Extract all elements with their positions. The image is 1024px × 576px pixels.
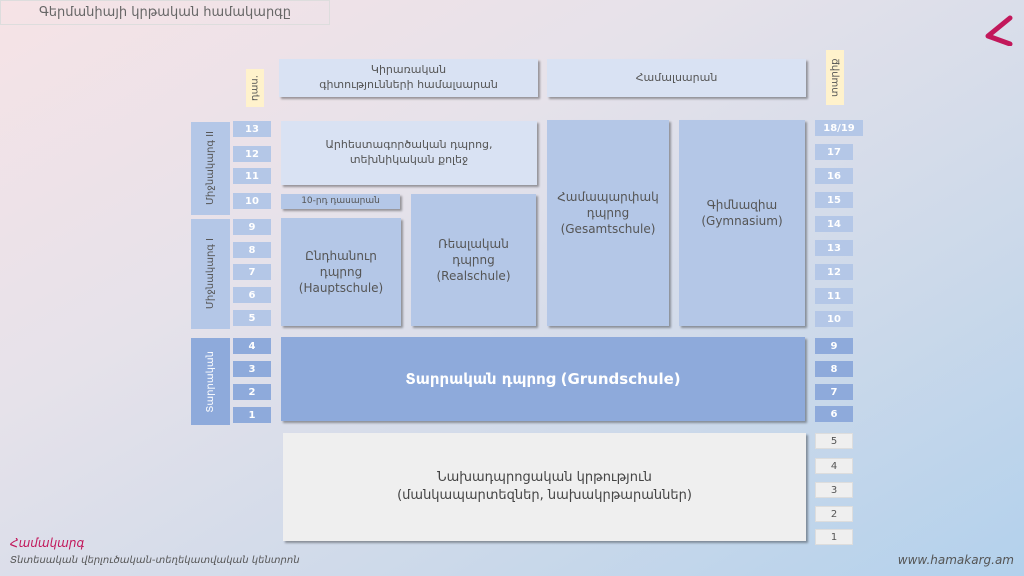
grade-cell: 10 <box>233 193 271 209</box>
grade-cell: 8 <box>233 242 271 258</box>
age-cell: 9 <box>815 338 853 354</box>
age-cell: 13 <box>815 240 853 256</box>
university: Համալսարան <box>547 59 806 97</box>
grade-cell: 1 <box>233 407 271 423</box>
hauptschule: Ընդհանուր դպրոց (Hauptschule) <box>281 218 401 326</box>
grade-cell: 12 <box>233 146 271 162</box>
age-cell: 1 <box>815 529 853 545</box>
age-cell: 15 <box>815 192 853 208</box>
page-title: Գերմանիայի կրթական համակարգը <box>0 0 330 25</box>
stage-primary: Տարրական <box>191 338 230 425</box>
grade-cell: 5 <box>233 310 271 326</box>
grade-cell: 13 <box>233 121 271 137</box>
vocational-school: Արհեստագործական դպրոց, տեխնիկական քոլեջ <box>281 121 537 185</box>
realschule: Ռեալական դպրոց (Realschule) <box>411 194 536 326</box>
grade-cell: 3 <box>233 361 271 377</box>
stage-secondary-2: Միջնակարգ II <box>191 122 230 215</box>
grade-cell: 11 <box>233 168 271 184</box>
age-cell: 7 <box>815 384 853 400</box>
age-cell: 3 <box>815 482 853 498</box>
grundschule: Տարրական դպրոց (Grundschule) <box>281 337 805 421</box>
age-cell: 2 <box>815 506 853 522</box>
applied-sciences-university: Կիրառական գիտությունների համալսարան <box>279 59 538 97</box>
footer-url[interactable]: www.hamakarg.am <box>897 553 1014 567</box>
age-cell: 17 <box>815 144 853 160</box>
grade-cell: 6 <box>233 287 271 303</box>
footer-brand: Համակարգ <box>10 536 85 550</box>
gesamtschule: Համապարփակ դպրոց (Gesamtschule) <box>547 120 669 326</box>
age-cell: 4 <box>815 458 853 474</box>
age-cell: 6 <box>815 406 853 422</box>
grade-cell: 9 <box>233 219 271 235</box>
grade-cell: 2 <box>233 384 271 400</box>
footer-subtitle: Տնտեսական վերլուծական-տեղեկատվական կենտր… <box>10 555 300 566</box>
gymnasium: Գիմնազիա (Gymnasium) <box>679 120 805 326</box>
age-column-tag: տարիք <box>826 50 844 105</box>
grade-column-tag: դաս. <box>246 69 264 107</box>
grade-cell: 7 <box>233 264 271 280</box>
preschool: Նախադպրոցական կրթություն (մանկապարտեզներ… <box>283 433 806 541</box>
age-cell: 14 <box>815 216 853 232</box>
age-cell: 18/19 <box>815 120 863 136</box>
grade-cell: 4 <box>233 338 271 354</box>
age-cell: 11 <box>815 288 853 304</box>
stage-secondary-1: Միջնակարգ I <box>191 219 230 329</box>
age-cell: 5 <box>815 433 853 449</box>
age-cell: 16 <box>815 168 853 184</box>
grade-10-class: 10-րդ դասարան <box>281 194 400 209</box>
age-cell: 8 <box>815 361 853 377</box>
logo-icon <box>985 15 1013 46</box>
age-cell: 12 <box>815 264 853 280</box>
age-cell: 10 <box>815 311 853 327</box>
